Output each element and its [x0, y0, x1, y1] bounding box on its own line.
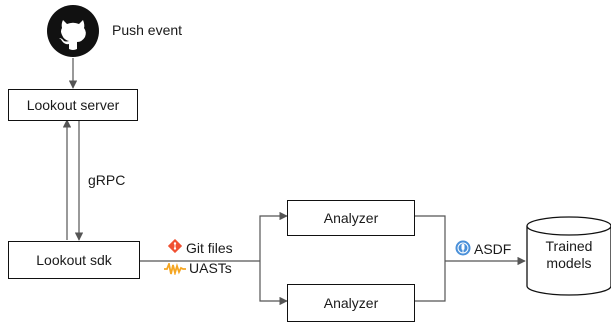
- uasts-label: UASTs: [189, 260, 232, 276]
- trained-models-label: Trained models: [527, 238, 611, 272]
- uast-icon: [164, 260, 186, 277]
- trained-models-cylinder: [526, 216, 611, 296]
- git-files-label: Git files: [186, 240, 233, 256]
- analyzer-bottom-node: Analyzer: [287, 284, 415, 322]
- push-event-label: Push event: [112, 22, 183, 38]
- analyzer-bottom-label: Analyzer: [323, 295, 379, 311]
- grpc-label: gRPC: [88, 172, 126, 188]
- analyzer-top-label: Analyzer: [323, 210, 379, 226]
- line-analyzer-bottom-to-merge: [415, 261, 446, 302]
- trained-models-line1: Trained: [545, 238, 593, 254]
- asdf-label: ASDF: [474, 241, 512, 257]
- asdf-icon: [455, 240, 471, 256]
- arrow-split-to-analyzer-top: [259, 211, 288, 261]
- github-icon: [46, 4, 100, 58]
- git-icon: [167, 238, 183, 254]
- arrow-split-to-analyzer-bottom: [259, 261, 288, 306]
- lookout-server-node: Lookout server: [8, 89, 138, 121]
- line-analyzer-top-to-merge: [415, 215, 446, 261]
- trained-models-line2: models: [546, 255, 592, 271]
- lookout-server-label: Lookout server: [26, 97, 120, 113]
- lookout-sdk-node: Lookout sdk: [8, 241, 140, 279]
- lookout-sdk-label: Lookout sdk: [36, 252, 112, 268]
- analyzer-top-node: Analyzer: [287, 200, 415, 236]
